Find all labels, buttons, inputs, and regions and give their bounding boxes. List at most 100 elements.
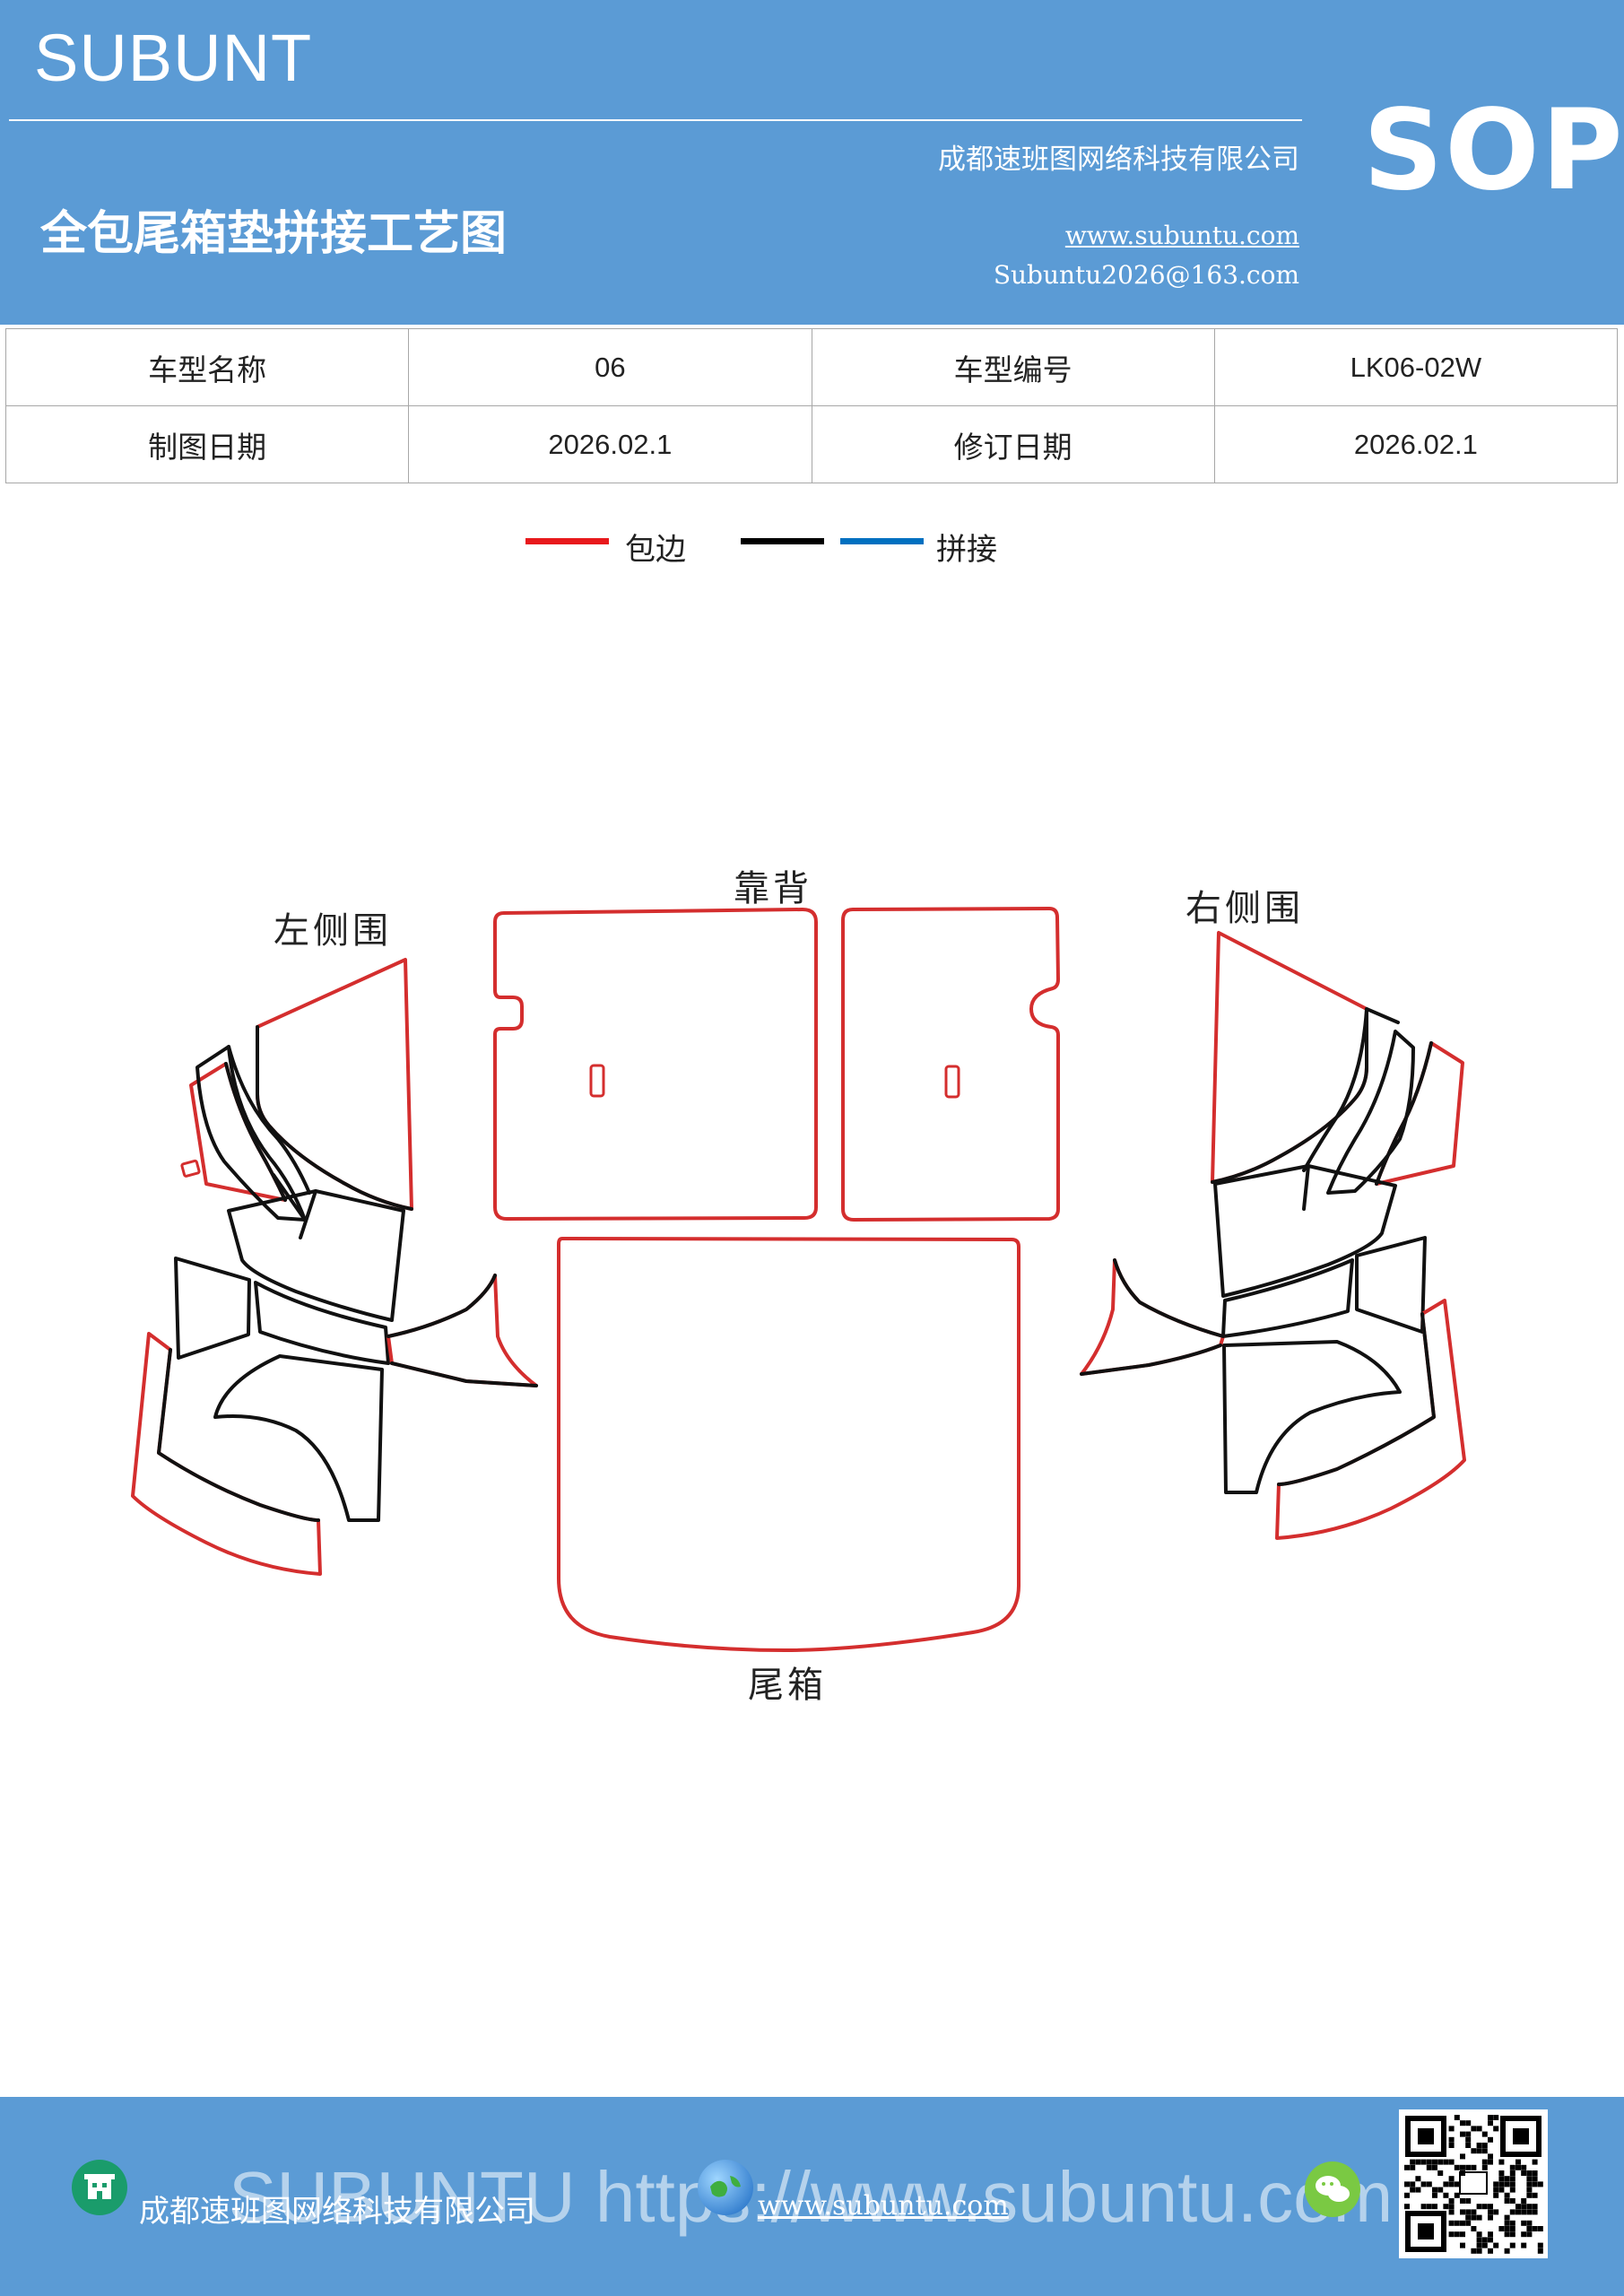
qr-module [1448,2176,1455,2182]
qr-module [1476,2231,1482,2238]
qr-module [1488,2115,1493,2120]
qr-module [1532,2226,1538,2231]
watermark-text: SUBUNTU https://www.subuntu.com [229,2157,1394,2237]
qr-module [1471,2209,1477,2215]
label-backrest: 靠背 [734,868,812,909]
qr-module [1465,2214,1472,2221]
qr-module [1509,2220,1515,2226]
qr-module [1426,2181,1432,2187]
table-row: 车型名称 06 车型编号 LK06-02W [4,328,1619,406]
qr-module [1460,2198,1465,2204]
qr-module [1404,2192,1410,2198]
qr-module [1515,2159,1521,2165]
qr-module [1526,2220,1533,2226]
qr-module [1504,2220,1510,2226]
qr-module [1426,2164,1432,2170]
qr-module [1521,2170,1527,2176]
qr-module [1420,2181,1427,2187]
mat-diagram-svg [131,907,1466,1652]
qr-module [1537,2248,1543,2254]
qr-module [1488,2209,1493,2215]
qr-module [1410,2164,1416,2170]
qr-module [1437,2187,1444,2193]
qr-module [1493,2181,1499,2187]
qr-module [1498,2181,1505,2187]
qr-module [1448,2143,1455,2148]
footer-website-link[interactable]: www.subuntu.com [758,2190,1009,2222]
qr-module [1526,2176,1533,2182]
qr-module [1460,2220,1465,2226]
footer-banner: SUBUNTU https://www.subuntu.com 成都速班图网络科… [0,2097,1624,2296]
backrest-right-panel [841,907,1060,1222]
qr-module [1443,2181,1449,2187]
qr-module [1476,2248,1482,2254]
qr-module [1471,2126,1477,2132]
qr-code[interactable] [1399,2109,1548,2258]
qr-module [1488,2120,1493,2126]
qr-module [1526,2226,1533,2231]
qr-module [1471,2148,1477,2154]
qr-module [1432,2159,1437,2165]
qr-module [1471,2248,1477,2254]
qr-module [1526,2231,1533,2238]
qr-module [1537,2181,1543,2187]
label-model-name: 车型名称 [4,328,410,406]
qr-module [1498,2187,1505,2193]
website-link[interactable]: www.subuntu.com [1064,221,1299,250]
value-revision-date: 2026.02.1 [1213,405,1619,483]
qr-module [1521,2220,1527,2226]
qr-module [1509,2242,1515,2248]
qr-module [1537,2242,1543,2248]
qr-module [1504,2214,1510,2221]
sop-badge: SOP [1363,86,1624,215]
qr-module [1471,2226,1477,2231]
qr-module [1448,2181,1455,2187]
qr-module [1426,2159,1432,2165]
qr-module [1504,2192,1510,2198]
qr-module [1509,2226,1515,2231]
legend-swatch-black [741,538,824,544]
qr-module [1443,2192,1449,2198]
qr-module [1404,2204,1410,2210]
qr-module [1454,2192,1460,2198]
qr-module [1415,2176,1421,2182]
qr-module [1504,2181,1510,2187]
wechat-icon [1305,2161,1360,2217]
qr-module [1532,2170,1538,2176]
qr-module [1460,2153,1465,2160]
qr-module [1504,2226,1510,2231]
qr-module [1532,2159,1538,2165]
qr-module [1515,2209,1521,2215]
qr-module [1488,2136,1493,2143]
qr-module [1454,2220,1460,2226]
qr-module [1493,2187,1499,2193]
qr-module [1493,2126,1499,2132]
qr-module [1460,2131,1465,2137]
contact-email[interactable]: Subuntu2026@163.com [993,260,1299,290]
left-side-panels [131,958,538,1576]
qr-module [1443,2204,1449,2210]
qr-module [1481,2148,1488,2154]
qr-module [1454,2181,1460,2187]
qr-module [1515,2164,1521,2170]
value-draw-date: 2026.02.1 [408,405,812,483]
label-revision-date: 修订日期 [811,405,1215,483]
qr-module [1521,2164,1527,2170]
qr-module [1488,2237,1493,2243]
qr-module [1432,2164,1437,2170]
qr-module [1476,2214,1482,2221]
qr-module [1526,2204,1533,2210]
qr-module [1481,2204,1488,2210]
qr-module [1488,2231,1493,2238]
qr-module [1526,2170,1533,2176]
qr-module [1476,2204,1482,2210]
qr-module [1432,2204,1437,2210]
qr-module [1465,2164,1472,2170]
qr-module [1504,2198,1510,2204]
company-name: 成都速班图网络科技有限公司 [938,144,1299,176]
qr-module [1521,2231,1527,2238]
qr-module [1493,2115,1499,2120]
qr-module [1493,2192,1499,2198]
qr-module [1443,2159,1449,2165]
qr-module [1471,2214,1477,2221]
